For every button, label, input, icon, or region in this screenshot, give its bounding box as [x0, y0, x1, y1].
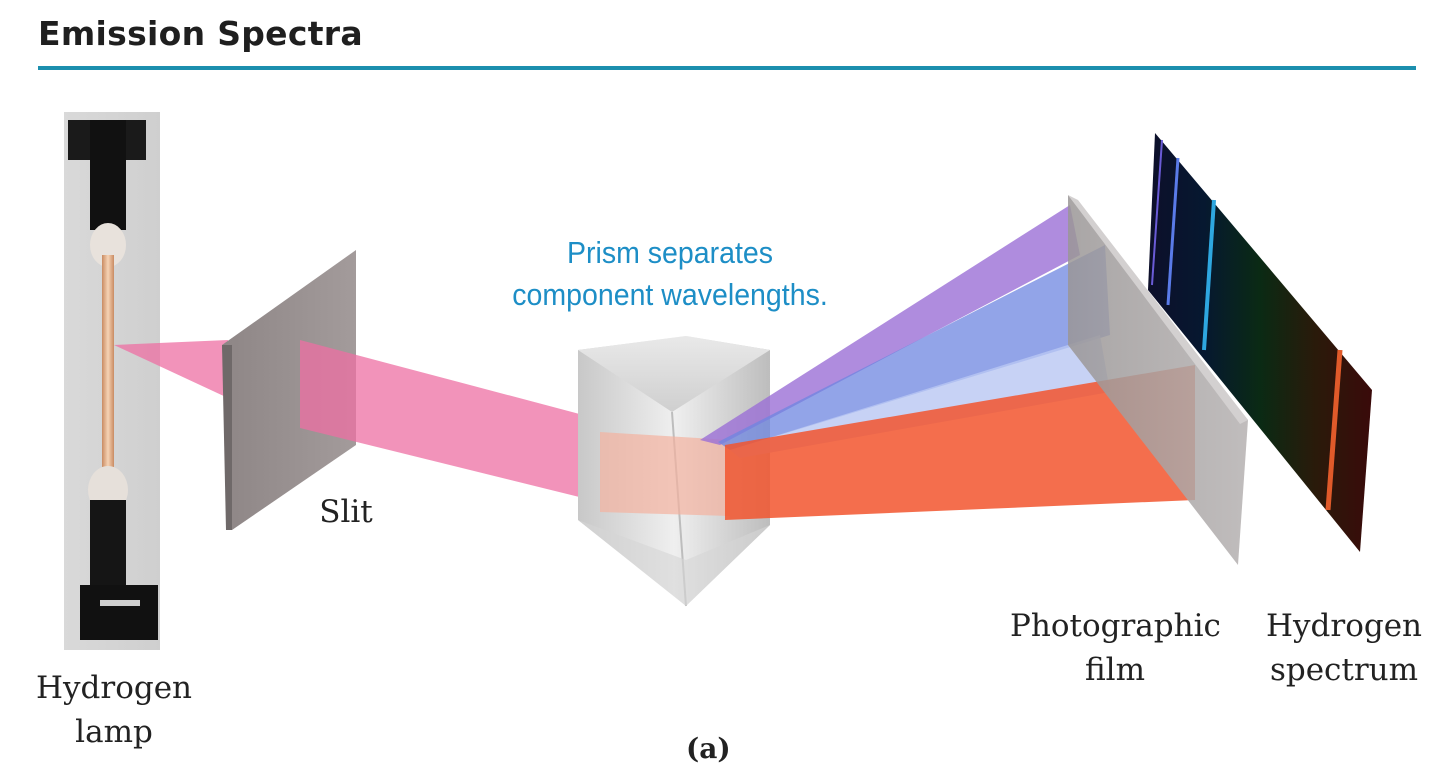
lamp-label: Hydrogen lamp	[30, 666, 198, 754]
lamp-light-beam	[114, 340, 228, 398]
prism-note: Prism separates component wavelengths.	[495, 232, 845, 316]
lamp-label-line-2: lamp	[75, 714, 153, 750]
photographic-film	[1068, 195, 1248, 565]
hydrogen-lamp	[64, 112, 160, 650]
lamp-label-line-1: Hydrogen	[35, 670, 193, 706]
hydrogen-spectrum	[1148, 133, 1372, 552]
film-label-line-1: Photographic	[1010, 608, 1221, 644]
spectrum-label: Hydrogen spectrum	[1262, 604, 1426, 692]
film-label-line-2: film	[1085, 652, 1145, 688]
figure-title: Emission Spectra	[38, 14, 363, 53]
spectrum-label-line-2: spectrum	[1269, 652, 1419, 688]
red-beam	[725, 365, 1195, 520]
prism-note-line-2: component wavelengths.	[512, 277, 828, 312]
slit-plate	[222, 250, 356, 530]
slit-label: Slit	[319, 494, 373, 530]
title-rule	[38, 66, 1416, 70]
figure-caption: (a)	[686, 732, 731, 765]
blue-beam	[718, 245, 1110, 450]
film-label: Photographic film	[1010, 604, 1221, 692]
prism-note-line-1: Prism separates	[566, 235, 774, 270]
beam-through-prism	[600, 432, 730, 516]
spectrum-label-line-1: Hydrogen	[1265, 608, 1423, 644]
light-blue-beam	[730, 335, 1110, 458]
violet-beam	[700, 205, 1080, 445]
slit-beam	[300, 340, 640, 512]
